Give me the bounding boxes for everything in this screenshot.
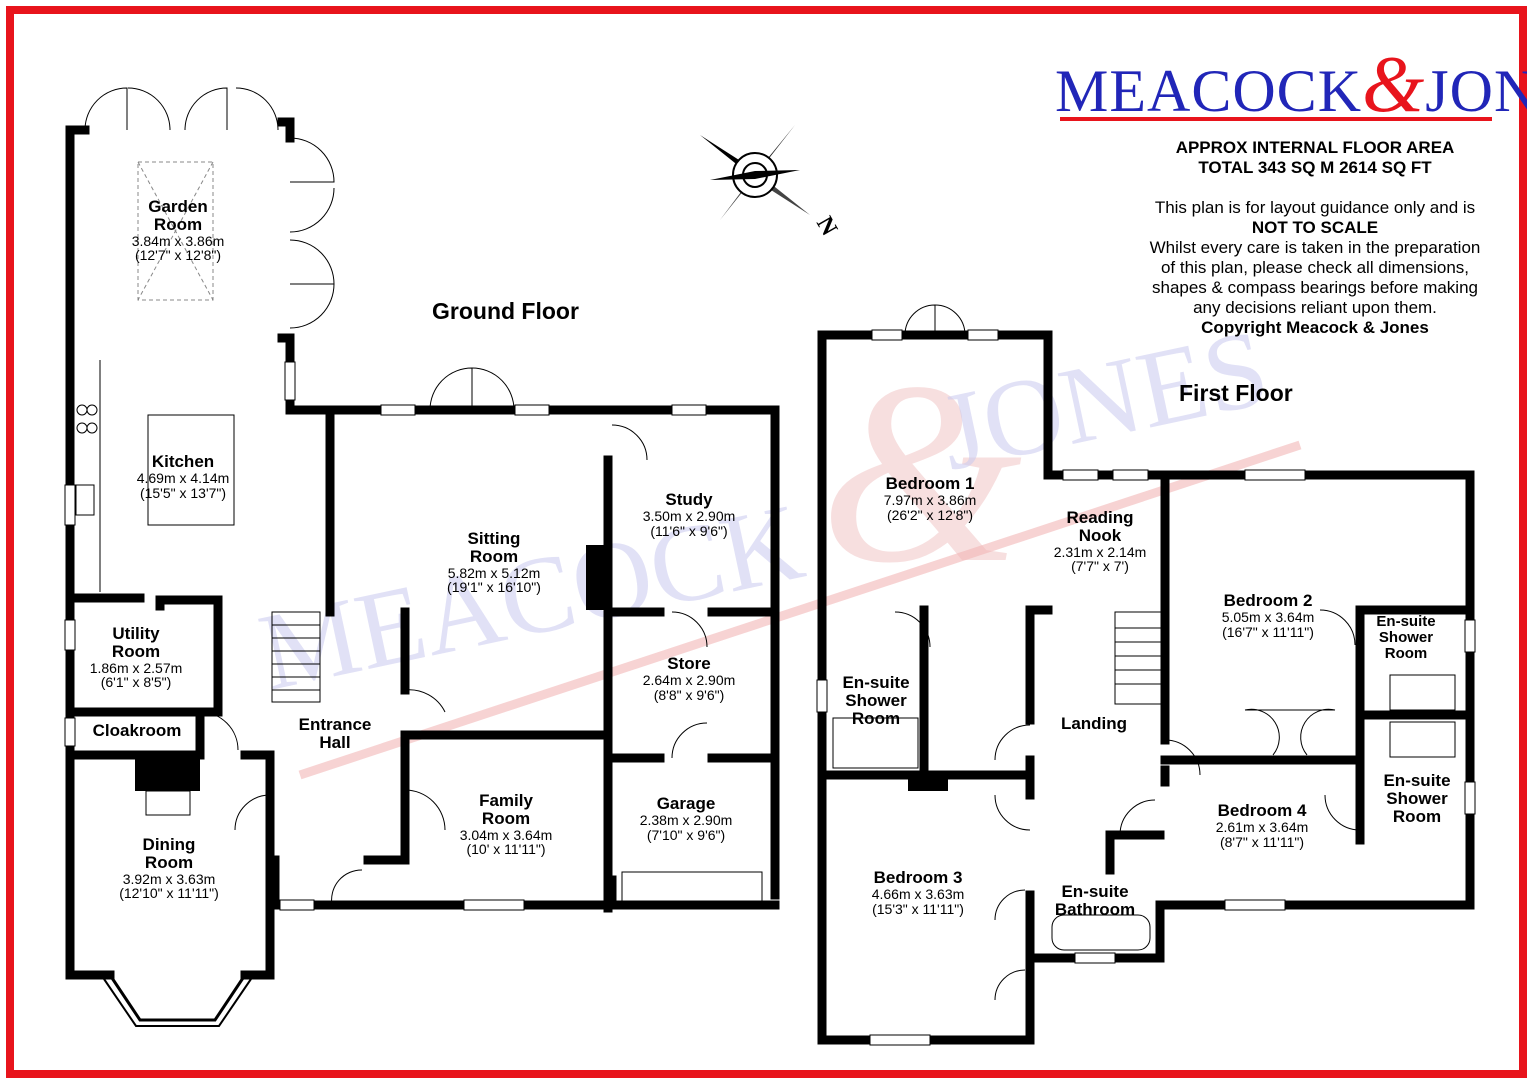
- room-kitchen: Kitchen 4.69m x 4.14m (15'5" x 13'7"): [136, 452, 230, 501]
- first-floor-walls: [817, 330, 1475, 1045]
- ground-windows: [64, 361, 707, 911]
- first-floor-title: First Floor: [1179, 380, 1293, 406]
- room-bedroom-2: Bedroom 2 5.05m x 3.64m (16'7" x 11'11"): [1221, 591, 1315, 640]
- room-bedroom-1: Bedroom 1 7.97m x 3.86m (26'2" x 12'8"): [883, 474, 977, 523]
- disclaimer-block: APPROX INTERNAL FLOOR AREA TOTAL 343 SQ …: [1130, 138, 1500, 338]
- room-landing: Landing: [1060, 714, 1128, 733]
- ground-stairs: [199, 424, 708, 906]
- room-sitting-room: Sitting Room 5.82m x 5.12m (19'1" x 16'1…: [447, 529, 541, 596]
- brand-underline: [1060, 117, 1492, 121]
- dining-chimney: [135, 757, 200, 791]
- room-study: Study 3.50m x 2.90m (11'6" x 9'6"): [642, 490, 736, 539]
- disclaimer-line3: Whilst every care is taken in the prepar…: [1149, 238, 1481, 257]
- garden-doors: [84, 87, 515, 411]
- room-dining-room: Dining Room 3.92m x 3.63m (12'10" x 11'1…: [119, 835, 219, 902]
- room-ensuite-shower-b1: En-suite Shower Room: [842, 673, 910, 728]
- room-utility-room: Utility Room 1.86m x 2.57m (6'1" x 8'5"): [89, 624, 183, 691]
- first-fittings: [832, 304, 1456, 1001]
- disclaimer-line4: of this plan, please check all dimension…: [1160, 258, 1470, 277]
- room-ensuite-bathroom: En-suite Bathroom: [1054, 882, 1136, 919]
- room-store: Store 2.64m x 2.90m (8'8" x 9'6"): [642, 654, 736, 703]
- disclaimer-line6: any decisions reliant upon them.: [1193, 298, 1437, 317]
- room-garage: Garage 2.38m x 2.90m (7'10" x 9'6"): [639, 794, 733, 843]
- floor-area-line1: APPROX INTERNAL FLOOR AREA: [1175, 138, 1455, 157]
- floor-area-line2: TOTAL 343 SQ M 2614 SQ FT: [1198, 158, 1432, 177]
- red-border-frame: [6, 6, 1527, 1078]
- brand-name-right: JONES: [1425, 58, 1527, 124]
- first-chimney: [908, 777, 948, 791]
- room-family-room: Family Room 3.04m x 3.64m (10' x 11'11"): [459, 791, 553, 858]
- room-bedroom-4: Bedroom 4 2.61m x 3.64m (8'7" x 11'11"): [1215, 801, 1309, 850]
- room-ensuite-shower-b4: En-suite Shower Room: [1383, 771, 1451, 826]
- room-bedroom-3: Bedroom 3 4.66m x 3.63m (15'3" x 11'11"): [871, 868, 965, 917]
- brand-ampersand: &: [1362, 41, 1426, 129]
- room-ensuite-shower-b2: En-suite Shower Room: [1376, 613, 1436, 662]
- disclaimer-line5: shapes & compass bearings before making: [1151, 278, 1478, 297]
- room-reading-nook: Reading Nook 2.31m x 2.14m (7'7" x 7'): [1053, 508, 1147, 575]
- room-garden-room: Garden Room 3.84m x 3.86m (12'7" x 12'8"…: [131, 197, 225, 264]
- room-entrance-hall: Entrance Hall: [298, 715, 372, 752]
- garage-door: [621, 871, 763, 903]
- roof-lantern: [137, 161, 214, 301]
- room-cloakroom: Cloakroom: [92, 721, 182, 740]
- disclaimer-line1: This plan is for layout guidance only an…: [1154, 198, 1476, 217]
- brand-logo: MEACOCK&JONES: [1055, 40, 1527, 131]
- dining-bay-window: [108, 974, 247, 1022]
- not-to-scale: NOT TO SCALE: [1251, 218, 1379, 237]
- compass-rose: [700, 125, 810, 220]
- first-windows: [816, 329, 1476, 1046]
- sitting-chimney: [586, 545, 608, 610]
- ground-floor-title: Ground Floor: [432, 298, 579, 324]
- brand-name-left: MEACOCK: [1055, 58, 1363, 124]
- kitchen-fittings: [75, 360, 235, 592]
- copyright: Copyright Meacock & Jones: [1201, 318, 1429, 337]
- wall-sitting-north: [325, 405, 780, 900]
